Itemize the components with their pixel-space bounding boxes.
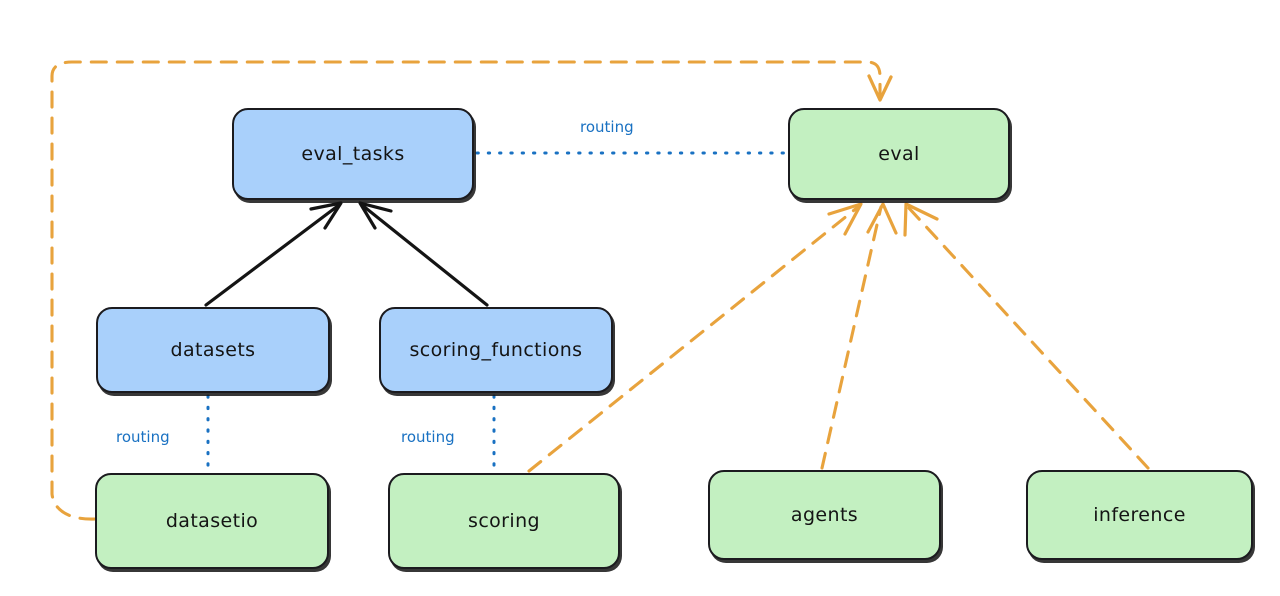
node-scoring[interactable]: scoring [388, 473, 620, 569]
arrowhead-scoring-functions-to-eval-tasks [358, 201, 393, 230]
edge-scoring-functions-to-eval-tasks [360, 203, 489, 307]
node-datasets[interactable]: datasets [96, 307, 330, 393]
edge-label-routing-scoring: routing [401, 428, 455, 446]
node-label-eval-tasks: eval_tasks [301, 143, 405, 165]
node-label-agents: agents [790, 504, 859, 526]
node-scoring-functions[interactable]: scoring_functions [379, 307, 613, 393]
arrowhead-inference-to-eval [903, 202, 939, 237]
edge-datasets-to-eval-tasks [204, 203, 341, 307]
node-label-datasets: datasets [170, 339, 256, 361]
edge-label-routing-datasetio: routing [116, 428, 170, 446]
node-label-datasetio: datasetio [165, 510, 259, 532]
edge-label-routing-eval: routing [580, 118, 634, 136]
node-label-scoring-functions: scoring_functions [409, 339, 583, 361]
arrowhead-datasets-to-eval-tasks [309, 201, 343, 230]
node-eval-tasks[interactable]: eval_tasks [232, 108, 474, 200]
arrowhead-datasetio-to-eval [867, 74, 893, 102]
node-eval[interactable]: eval [788, 108, 1010, 200]
node-agents[interactable]: agents [708, 470, 941, 560]
edge-agents-to-eval [820, 205, 883, 470]
node-inference[interactable]: inference [1026, 470, 1253, 560]
node-label-inference: inference [1093, 504, 1186, 526]
arrowhead-scoring-to-eval [827, 202, 863, 236]
arrowhead-agents-to-eval [866, 202, 898, 235]
edge-inference-to-eval [906, 205, 1150, 470]
node-label-scoring: scoring [468, 510, 540, 532]
node-label-eval: eval [878, 143, 920, 165]
node-datasetio[interactable]: datasetio [95, 473, 329, 569]
